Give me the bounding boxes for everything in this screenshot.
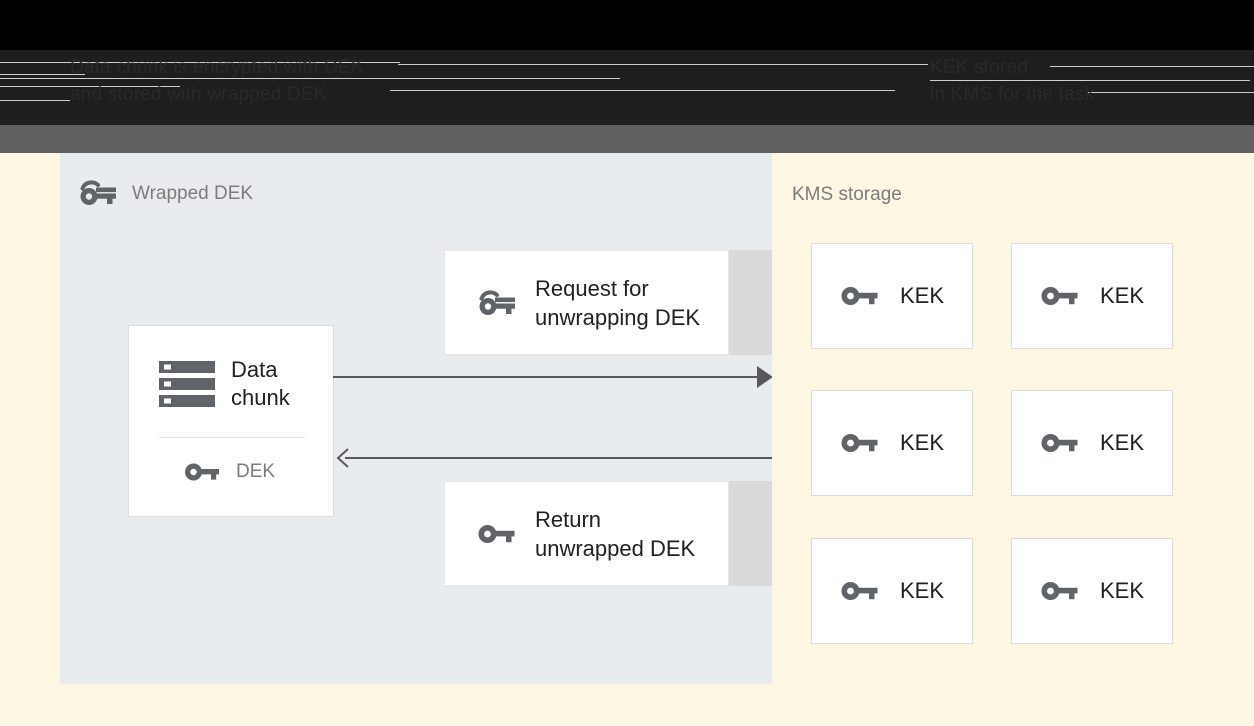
key-icon (1040, 430, 1080, 456)
arrow-request-line (333, 376, 763, 378)
scanline-artifact (1088, 92, 1254, 93)
scanline-artifact (1050, 66, 1254, 67)
dek-label: DEK (236, 461, 276, 482)
data-chunk-dek-row: DEK (184, 460, 275, 484)
kek-card[interactable]: KEK (1011, 243, 1173, 349)
arrow-return-head (336, 448, 349, 468)
data-chunk-card[interactable]: Data chunk DEK (128, 325, 334, 517)
scanline-artifact (0, 74, 85, 75)
grey-divider-bar (0, 125, 1254, 153)
scanline-artifact (398, 64, 928, 65)
kek-label: KEK (899, 430, 945, 455)
arrow-return-line (345, 457, 772, 459)
kek-card[interactable]: KEK (811, 538, 973, 644)
kek-label: KEK (1099, 578, 1145, 603)
wrapped-key-icon (78, 179, 118, 207)
message-card-return[interactable]: Return unwrapped DEK (444, 481, 729, 586)
message-text-request: Request for unwrapping DEK (535, 275, 701, 330)
message-card-request[interactable]: Request for unwrapping DEK (444, 250, 729, 355)
kek-label: KEK (1099, 430, 1145, 455)
kek-label: KEK (899, 283, 945, 308)
kek-card[interactable]: KEK (811, 243, 973, 349)
key-icon (184, 460, 220, 484)
message-text-return: Return unwrapped DEK (535, 506, 696, 561)
panel-title-wrapped-dek: Wrapped DEK (132, 183, 254, 204)
kek-card[interactable]: KEK (1011, 538, 1173, 644)
arrow-request-head (757, 366, 773, 388)
data-chunk-label: Data chunk (231, 357, 290, 410)
kek-label: KEK (899, 578, 945, 603)
card-divider (159, 437, 305, 438)
scanline-artifact (930, 80, 1250, 81)
caption-right: KEK stored in KMS for the task (930, 57, 1095, 105)
data-chunk-header: Data chunk (159, 356, 290, 412)
scanline-artifact (0, 62, 400, 63)
key-icon (840, 578, 880, 604)
key-icon (1040, 283, 1080, 309)
kek-card[interactable]: KEK (1011, 390, 1173, 496)
kek-label: KEK (1099, 283, 1145, 308)
key-icon (477, 521, 517, 547)
scanline-artifact (0, 100, 70, 101)
key-icon (840, 283, 880, 309)
top-dark-band: Data chunk is encrypted with DEK and sto… (0, 0, 1254, 125)
key-icon (1040, 578, 1080, 604)
wrapped-key-icon (477, 289, 517, 317)
scanline-artifact (0, 86, 180, 87)
scanline-artifact (0, 78, 620, 79)
kek-card[interactable]: KEK (811, 390, 973, 496)
data-chunk-icon (159, 359, 215, 409)
key-icon (840, 430, 880, 456)
scanline-artifact (390, 90, 895, 91)
panel-title-kms-storage: KMS storage (792, 184, 902, 205)
caption-left: Data chunk is encrypted with DEK and sto… (70, 57, 364, 105)
